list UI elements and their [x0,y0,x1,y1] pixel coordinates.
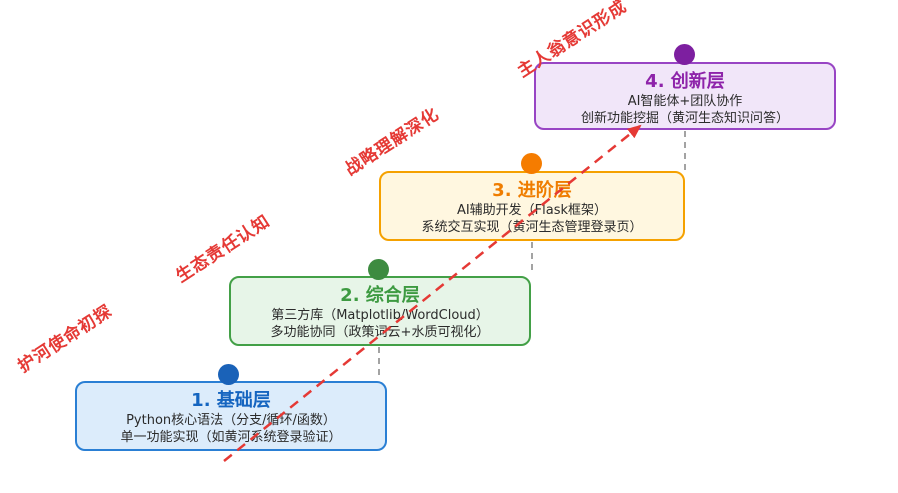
level-4-line-2: 创新功能挖掘（黄河生态知识问答） [580,111,789,126]
level-4-title: 4. 创新层 [645,71,725,92]
level-1-line-1: Python核心语法（分支/循环/函数） [126,413,336,428]
level-2-line-1: 第三方库（Matplotlib/WordCloud） [271,308,489,323]
level-4-milestone-dot-icon [674,44,695,65]
level-2-box: 2. 综合层 第三方库（Matplotlib/WordCloud） 多功能协同（… [229,276,531,346]
level-2-milestone-dot-icon [368,259,389,280]
level-1-milestone-dot-icon [218,364,239,385]
level-2-line-2: 多功能协同（政策词云+水质可视化） [270,325,490,340]
annotation-strategy-understanding: 战略理解深化 [341,104,444,180]
level-1-line-2: 单一功能实现（如黄河系统登录验证） [120,430,342,445]
level-3-line-1: AI辅助开发（Flask框架） [456,203,608,218]
level-1-box: 1. 基础层 Python核心语法（分支/循环/函数） 单一功能实现（如黄河系统… [75,381,387,451]
level-1-title: 1. 基础层 [191,390,271,411]
level-4-box: 4. 创新层 AI智能体+团队协作 创新功能挖掘（黄河生态知识问答） [534,62,836,130]
level-2-title: 2. 综合层 [340,285,420,306]
level-3-title: 3. 进阶层 [492,180,572,201]
level-4-line-1: AI智能体+团队协作 [627,94,743,109]
level-3-line-2: 系统交互实现（黄河生态管理登录页） [421,220,643,235]
level-3-milestone-dot-icon [521,153,542,174]
annotation-eco-responsibility: 生态责任认知 [172,211,275,287]
annotation-river-mission: 护河使命初探 [14,301,117,377]
level-3-box: 3. 进阶层 AI辅助开发（Flask框架） 系统交互实现（黄河生态管理登录页） [379,171,685,241]
